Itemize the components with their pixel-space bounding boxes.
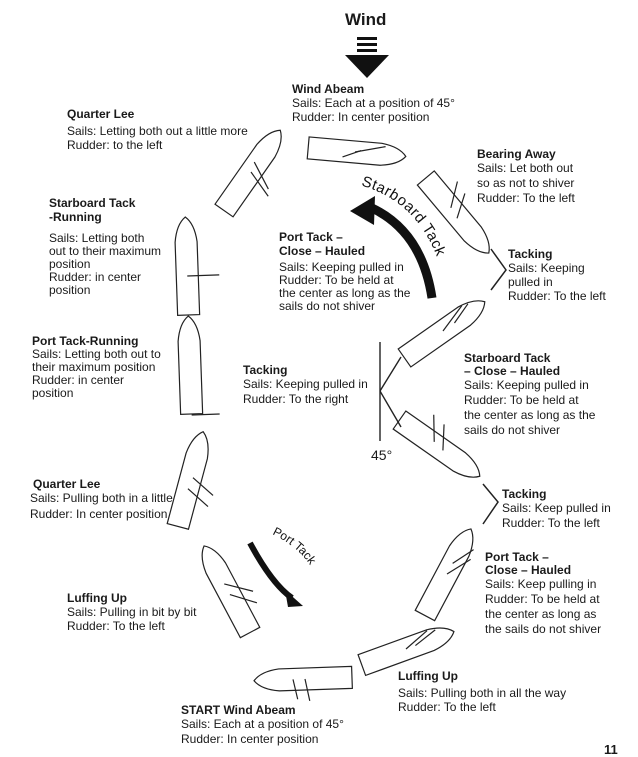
label-desc: Sails: Keeping pulled in Rudder: To be h…: [464, 378, 596, 437]
boat-starboard-running: [174, 216, 220, 316]
label-title: Tacking: [502, 487, 547, 501]
wind-title: Wind: [345, 10, 387, 29]
label-desc: Sails: Keep pulled in Rudder: To the lef…: [502, 501, 611, 530]
label-desc: Sails: Letting both out a little more Ru…: [67, 124, 248, 152]
page-number: 11: [604, 742, 618, 757]
label-title: Tacking: [508, 247, 553, 261]
wind-arrow: [345, 37, 389, 78]
label-start-wind-abeam: START Wind Abeam Sails: Each at a positi…: [181, 703, 344, 747]
label-starboard-close-hauled: Starboard Tack – Close – Hauled Sails: K…: [464, 352, 595, 438]
label-starboard-running: Starboard Tack -Running Sails: Letting b…: [49, 196, 161, 297]
label-luffing-up-left: Luffing Up Sails: Pulling in bit by bit …: [67, 591, 196, 633]
boat-luffing-up-right: [357, 627, 455, 677]
label-tacking-right-mid: Tacking Sails: Keep pulled in Rudder: To…: [502, 487, 611, 531]
label-desc: Sails: Keeping pulled in Rudder: To the …: [243, 377, 368, 406]
boat-port-close-hauled-bottom: [414, 528, 474, 622]
tacking-bracket-mid: [482, 483, 499, 525]
label-title: Port Tack-Running: [32, 334, 139, 348]
label-port-close-hauled-top: Port Tack – Close – Hauled Sails: Keepin…: [279, 230, 410, 313]
label-title: Starboard Tack – Close – Hauled: [464, 351, 561, 378]
label-title: Port Tack – Close – Hauled: [279, 230, 366, 258]
label-luffing-up-right: Luffing Up Sails: Pulling both in all th…: [398, 669, 566, 714]
label-title: Luffing Up: [398, 669, 458, 683]
label-desc: Sails: Each at a position of 45° Rudder:…: [292, 96, 455, 124]
label-desc: Sails: Letting both out to their maximum…: [49, 231, 162, 297]
label-title: Quarter Lee: [33, 477, 101, 491]
label-title: Port Tack – Close – Hauled: [485, 550, 572, 577]
label-desc: Sails: Keeping pulled in Rudder: To be h…: [279, 260, 411, 313]
port-tack-arrow: Port Tack: [247, 524, 320, 607]
boat-port-running: [177, 315, 220, 416]
label-desc: Sails: Pulling both in a little Rudder: …: [30, 491, 173, 521]
label-title: START Wind Abeam: [181, 703, 296, 717]
label-desc: Sails: Pulling in bit by bit Rudder: To …: [67, 605, 197, 633]
boat-quarter-lee-top: [214, 129, 282, 218]
label-title: Wind Abeam: [292, 82, 365, 96]
boat-bearing-away: [416, 170, 490, 254]
boat-starboard-close-hauled: [392, 410, 481, 478]
label-wind-abeam-top: Wind Abeam Sails: Each at a position of …: [292, 82, 455, 124]
boat-quarter-lee-bottom: [166, 431, 214, 530]
label-title: Tacking: [243, 363, 288, 377]
label-port-running: Port Tack-Running Sails: Letting both ou…: [32, 334, 161, 400]
boat-start-wind-abeam: [253, 665, 353, 701]
label-tacking-right-top: Tacking Sails: Keeping pulled in Rudder:…: [508, 247, 606, 303]
angle-45-marker: [379, 342, 402, 441]
label-desc: Sails: Keep pulling in Rudder: To be hel…: [485, 577, 602, 636]
label-desc: Sails: Keeping pulled in Rudder: To the …: [508, 261, 606, 303]
label-quarter-lee-bottom: Quarter Lee Sails: Pulling both in a lit…: [30, 478, 173, 522]
angle-label: 45°: [371, 447, 393, 463]
boat-luffing-up-left: [201, 545, 261, 639]
label-desc: Sails: Pulling both in all the way Rudde…: [398, 686, 567, 714]
label-desc: Sails: Each at a position of 45° Rudder:…: [181, 717, 344, 746]
label-tacking-center: Tacking Sails: Keeping pulled in Rudder:…: [243, 363, 368, 407]
label-title: Quarter Lee: [67, 107, 135, 121]
label-desc: Sails: Letting both out to their maximum…: [32, 347, 161, 400]
label-port-close-hauled-bottom: Port Tack – Close – Hauled Sails: Keep p…: [485, 551, 601, 637]
boat-port-close-hauled-top: [397, 300, 486, 368]
label-title: Luffing Up: [67, 591, 127, 605]
label-desc: Sails: Let both out so as not to shiver …: [477, 161, 575, 205]
label-bearing-away: Bearing Away Sails: Let both out so as n…: [477, 147, 575, 206]
label-title: Starboard Tack -Running: [49, 196, 136, 224]
label-title: Bearing Away: [477, 147, 556, 161]
boat-wind-abeam-top: [306, 136, 407, 166]
label-quarter-lee-top: Quarter Lee Sails: Letting both out a li…: [67, 107, 248, 152]
tacking-bracket-top: [490, 248, 507, 291]
port-tack-label: Port Tack: [271, 524, 320, 568]
